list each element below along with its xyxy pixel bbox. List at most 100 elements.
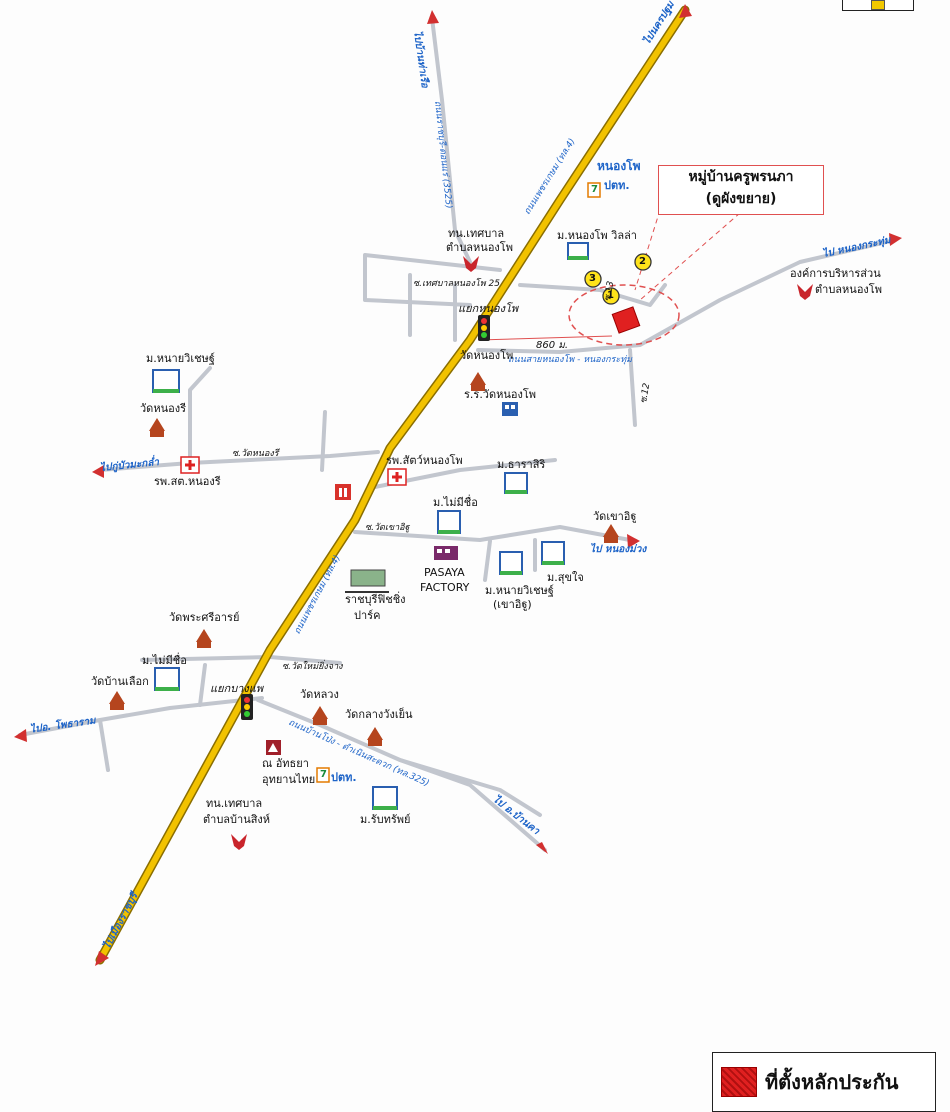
arrow-nong-krathum [889, 233, 902, 246]
highway-phetkasem [95, 5, 690, 965]
arrow-nakhon-pathom [679, 4, 692, 18]
label-moo-nong-pho-villa: ม.หนองโพ วิลล่า [557, 229, 637, 242]
legend: ที่ตั้งหลักประกัน [712, 1052, 936, 1112]
callout-connector [634, 209, 741, 301]
road-khao-itsi-branch [483, 538, 537, 582]
seven-upper: 7 [591, 184, 598, 195]
temple-icon-wat-nong-ri [149, 418, 165, 437]
road-325-east [398, 758, 542, 817]
temple-icon-wat-luang [312, 706, 328, 725]
label-yaek-bang-phae: แยกบางแพ [210, 682, 264, 695]
nong-pho-brand: หนองโพ [597, 159, 641, 173]
fishing-park-icon [345, 569, 389, 593]
label-ratchaburi-park-1: ราชบุรีฟิชชิ่ง [345, 593, 406, 606]
ptt-upper: ปตท. [604, 179, 630, 192]
gas-station-icon [335, 484, 351, 500]
label-wat-klang: วัดกลางวังเย็น [345, 708, 413, 721]
attaya-icon [266, 740, 281, 755]
site-zoom-ellipse [568, 284, 680, 346]
road-nong-ri-north [188, 366, 212, 465]
label-wat-khao-itsi: วัดเขาอิฐู [593, 510, 637, 523]
label-attaya-1: ณ อัทธยา [262, 757, 309, 770]
soi-wat-nong-ri: ซ.วัดหนองรี [232, 449, 279, 459]
road-name-nong-pho-nong-krathum: ถนนสายหนองโพ - หนองกระทุ่ม [508, 355, 633, 365]
hospital-icons [180, 456, 407, 486]
traffic-light-bang-phae [241, 694, 253, 720]
callout-subtitle: (ดูผังขยาย) [705, 191, 777, 207]
arrow-ku-bua [92, 465, 104, 478]
corner-marker [842, 0, 914, 11]
village-grass [153, 256, 588, 810]
soi-25: ซ.เทศบาลหนองโพ 25 [413, 279, 500, 289]
road-ban-lueak-north [198, 663, 207, 707]
label-moo-nai-wichai-khao-1: ม.หนายวิเชษฐ์ [485, 584, 554, 597]
label-wat-nong-pho: วัดหนองโพ [460, 349, 514, 362]
temple-icon-wat-nong-pho [470, 372, 486, 391]
label-wat-nong-ri: วัดหนองรี [140, 402, 186, 415]
label-tessaban-nong-pho-1: ทน.เทศบาล [448, 227, 505, 240]
site-marker-1-label: 1 [607, 290, 614, 301]
road-nong-ri-east [320, 410, 327, 472]
road-ban-lueak [18, 696, 264, 737]
village-icon-mai-mi-chue-2 [154, 667, 180, 691]
label-wat-ban-lueak: วัดบ้านเลือก [91, 675, 149, 688]
road-soi-12 [628, 348, 637, 427]
label-moo-nai-wichai-khao-2: (เขาอิฐู) [493, 598, 532, 611]
seven-lower: 7 [320, 769, 327, 780]
temple-icon-wat-klang [367, 727, 383, 746]
label-tessaban-ban-sing-2: ตำบลบ้านสิงห์ [203, 813, 271, 826]
label-wat-luang: วัดหลวง [300, 688, 339, 701]
direction-nong-muang: ไป หนองม่วง [590, 544, 647, 555]
temple-icons [109, 372, 619, 746]
temple-icon-wat-khao-itsi [603, 524, 619, 543]
village-icon-rap-sap [372, 786, 398, 810]
garuda-icon-tessaban-nong-pho [463, 256, 479, 272]
garuda-icon-obt [797, 284, 813, 300]
village-icon-suk-chai [541, 541, 565, 565]
arrow-ban-tha-ruea [427, 10, 439, 24]
label-moo-rap-sap: ม.รับทรัพย์ [360, 813, 411, 826]
site-callout: หมู่บ้านครูพรนภา (ดูผังขยาย) [658, 165, 824, 215]
temple-icon-wat-phra-sri [196, 629, 212, 648]
site-marker-2-label: 2 [639, 256, 646, 267]
label-pasaya-2: FACTORY [420, 581, 470, 594]
label-tessaban-ban-sing-1: ทน.เทศบาล [206, 797, 263, 810]
arrow-photharam [14, 729, 27, 742]
road-khao-itsi [353, 525, 632, 542]
label-moo-thara: ม.ธาราสิริ [497, 458, 546, 471]
arrow-ratchaburi [95, 951, 109, 966]
road-nong-pho-nong-krathum [476, 238, 897, 354]
label-moo-suk-chai: ม.สุขใจ [547, 571, 584, 584]
site-marker-1 [602, 287, 620, 305]
temple-icon-wat-ban-lueak [109, 691, 125, 710]
label-tessaban-nong-pho-2: ตำบลหนองโพ [446, 241, 513, 254]
arrow-ban-kha [536, 842, 548, 854]
legend-swatch [721, 1067, 757, 1097]
label-moo-mai-mi-chue-2: ม.ไม่มีชื่อ [142, 654, 187, 667]
garuda-icon-tessaban-ban-sing [231, 834, 247, 850]
legend-label: ที่ตั้งหลักประกัน [765, 1070, 899, 1094]
soi-wat-khao-itsi: ซ.วัดเขาอิฐู [365, 523, 410, 533]
direction-arrows [14, 4, 902, 966]
road-wat-nong-ri [98, 450, 380, 472]
road-north-grid [363, 253, 502, 342]
callout-title: หมู่บ้านครูพรนภา [688, 169, 794, 185]
label-attaya-2: อุทยานไทย [262, 773, 316, 786]
village-icon-nai-wichai-khao [499, 551, 523, 575]
factory-icon [434, 546, 458, 560]
ptt-lower: ปตท. [331, 771, 357, 784]
label-hosp-nong-ri: รพ.สต.หนองรี [154, 475, 221, 488]
label-vet-hosp: รพ.สัตว์หนองโพ [386, 454, 463, 467]
soi-wat-mai-ning: ซ.วัดใหม่ยิ่งจาง [282, 662, 343, 672]
arrow-nong-muang [627, 534, 640, 548]
distance-label: 860 ม. [536, 340, 569, 351]
road-soi-13 [518, 283, 667, 307]
site-marker-3 [584, 270, 602, 288]
collateral-site [611, 306, 641, 334]
label-obt-2: ตำบลหนองโพ [815, 283, 882, 296]
site-marker-circles [584, 253, 652, 305]
school-icon [502, 402, 518, 416]
label-school-wat-nong-pho: ร.ร.วัดหนองโพ [464, 388, 537, 401]
distance-line [477, 335, 613, 341]
